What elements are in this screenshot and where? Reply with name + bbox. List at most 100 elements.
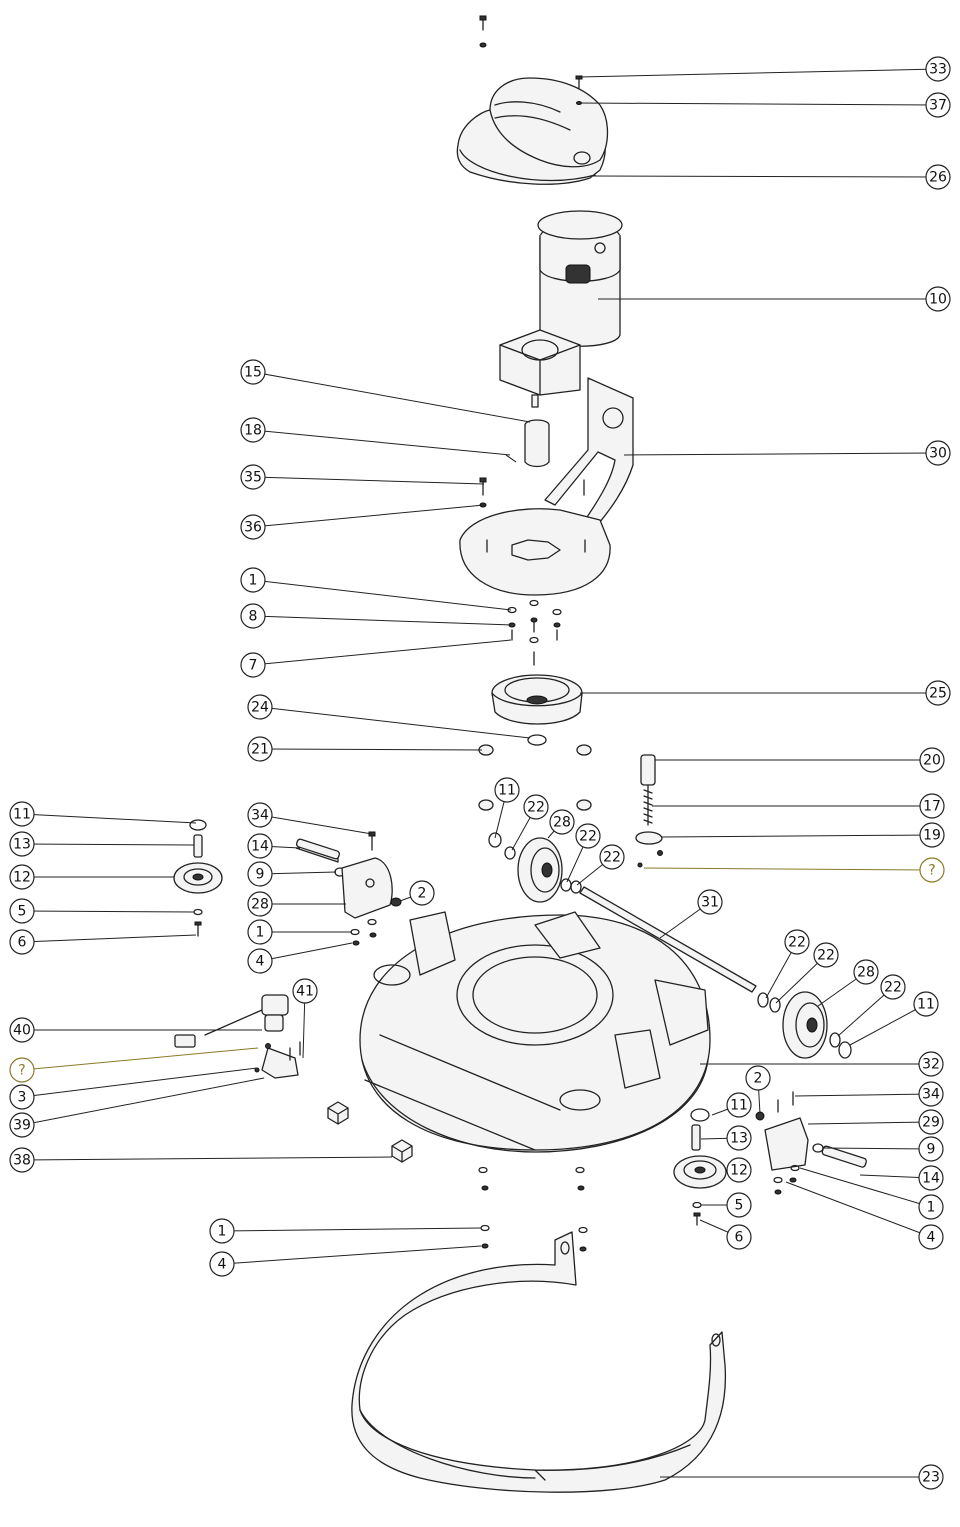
- callout-label: 41: [296, 984, 314, 1000]
- callout-circle: [9, 898, 35, 924]
- callout-label: 28: [553, 815, 571, 831]
- callout-bubble: 11: [913, 991, 939, 1017]
- callout-bubble: 17: [919, 793, 945, 819]
- callout-circle: [726, 1157, 752, 1183]
- coupler: [505, 419, 550, 468]
- callout-bubble: ?: [919, 857, 945, 883]
- callout-bubble: 22: [575, 823, 601, 849]
- callout-label: 9: [256, 867, 265, 883]
- callout-circle: [9, 864, 35, 890]
- callout-leader-line: [21, 813, 197, 824]
- callout-leader-line: [578, 68, 939, 78]
- callout-label: 30: [929, 446, 947, 462]
- callout-circle: [918, 1081, 944, 1107]
- pin-assembly: [635, 754, 663, 868]
- callout-bubble: 11: [9, 801, 35, 827]
- callout-leader-line: [259, 871, 337, 875]
- callout-label: 31: [701, 895, 719, 911]
- motor: [499, 210, 623, 408]
- callout-circle: [247, 891, 273, 917]
- callout-bubble: 1: [247, 919, 273, 945]
- callout-label: 4: [927, 1230, 936, 1246]
- callout-bubble: 19: [919, 822, 945, 848]
- callout-leader-line: [252, 504, 485, 528]
- callout-bubble: 1: [209, 1218, 235, 1244]
- callout-bubble: 22: [880, 974, 906, 1000]
- callout-bubble: 6: [9, 929, 35, 955]
- callout-leader-line: [21, 1047, 259, 1071]
- callout-leader-line: [643, 867, 933, 871]
- callout-leader-line: [799, 1167, 932, 1208]
- callout-label: 22: [884, 980, 902, 996]
- callout-leader-line: [259, 942, 353, 962]
- callout-circle: [726, 1092, 752, 1118]
- callout-circle: [919, 857, 945, 883]
- callout-bubble: 29: [918, 1109, 944, 1135]
- callout-leader-line: [252, 429, 511, 456]
- callout-bubble: 13: [726, 1125, 752, 1151]
- callout-leader-line: [221, 1227, 482, 1232]
- callout-circle: [9, 1112, 35, 1138]
- callout-label: 29: [922, 1115, 940, 1131]
- callout-circle: [240, 359, 266, 385]
- left-bracket: [295, 831, 402, 946]
- callout-label: 34: [922, 1087, 940, 1103]
- callout-circle: [919, 747, 945, 773]
- callout-circle: [918, 1051, 944, 1077]
- callout-circle: [918, 1464, 944, 1490]
- callout-bubble: 20: [919, 747, 945, 773]
- callout-leader-line: [21, 1156, 393, 1161]
- callout-bubble: 5: [726, 1192, 752, 1218]
- callout-label: 1: [218, 1224, 227, 1240]
- callout-bubble: 36: [240, 514, 266, 540]
- callout-circle: [549, 809, 575, 835]
- callout-bubble: 7: [240, 652, 266, 678]
- callout-circle: [240, 417, 266, 443]
- callout-label: 2: [754, 1071, 763, 1087]
- callout-circle: [9, 1084, 35, 1110]
- callout-label: 14: [922, 1171, 940, 1187]
- callout-circle: [599, 844, 625, 870]
- callout-bubble: 1: [240, 567, 266, 593]
- callout-circle: [697, 889, 723, 915]
- callout-bubble: 6: [726, 1224, 752, 1250]
- callout-circle: [919, 793, 945, 819]
- callout-circle: [247, 802, 273, 828]
- callout-bubble: 41: [292, 978, 318, 1004]
- callout-bubble: 28: [247, 891, 273, 917]
- parts-artwork: [173, 15, 867, 1493]
- callout-label: 35: [244, 470, 262, 486]
- callout-circle: [925, 286, 951, 312]
- callout-bubble: 28: [549, 809, 575, 835]
- callout-leader-line: [822, 1147, 932, 1150]
- callout-bubble: 1: [918, 1194, 944, 1220]
- center-wheel: [478, 799, 592, 903]
- callout-circle: [918, 1165, 944, 1191]
- callout-circle: [240, 567, 266, 593]
- callout-label: 28: [251, 897, 269, 913]
- callout-bubble: 23: [918, 1464, 944, 1490]
- callout-label: ?: [18, 1063, 25, 1079]
- bottom-fasteners: [478, 1166, 588, 1252]
- callout-label: 21: [251, 742, 269, 758]
- callout-leader-line: [252, 639, 512, 666]
- callout-label: 15: [244, 365, 262, 381]
- callout-label: 11: [498, 783, 516, 799]
- callout-label: 22: [579, 829, 597, 845]
- callout-leader-line: [252, 615, 512, 626]
- callout-circle: [209, 1251, 235, 1277]
- callout-label: 11: [13, 807, 31, 823]
- callout-bubble: 33: [925, 56, 951, 82]
- callout-circle: [925, 56, 951, 82]
- callout-label: 5: [735, 1198, 744, 1214]
- callout-label: 22: [603, 850, 621, 866]
- callout-circle: [292, 978, 318, 1004]
- cube-parts: [327, 1101, 413, 1163]
- callout-label: 13: [13, 837, 31, 853]
- callout-label: 4: [256, 954, 265, 970]
- callout-label: 25: [929, 686, 947, 702]
- callout-bubble: 22: [784, 929, 810, 955]
- callout-circle: [247, 919, 273, 945]
- callout-circle: [925, 164, 951, 190]
